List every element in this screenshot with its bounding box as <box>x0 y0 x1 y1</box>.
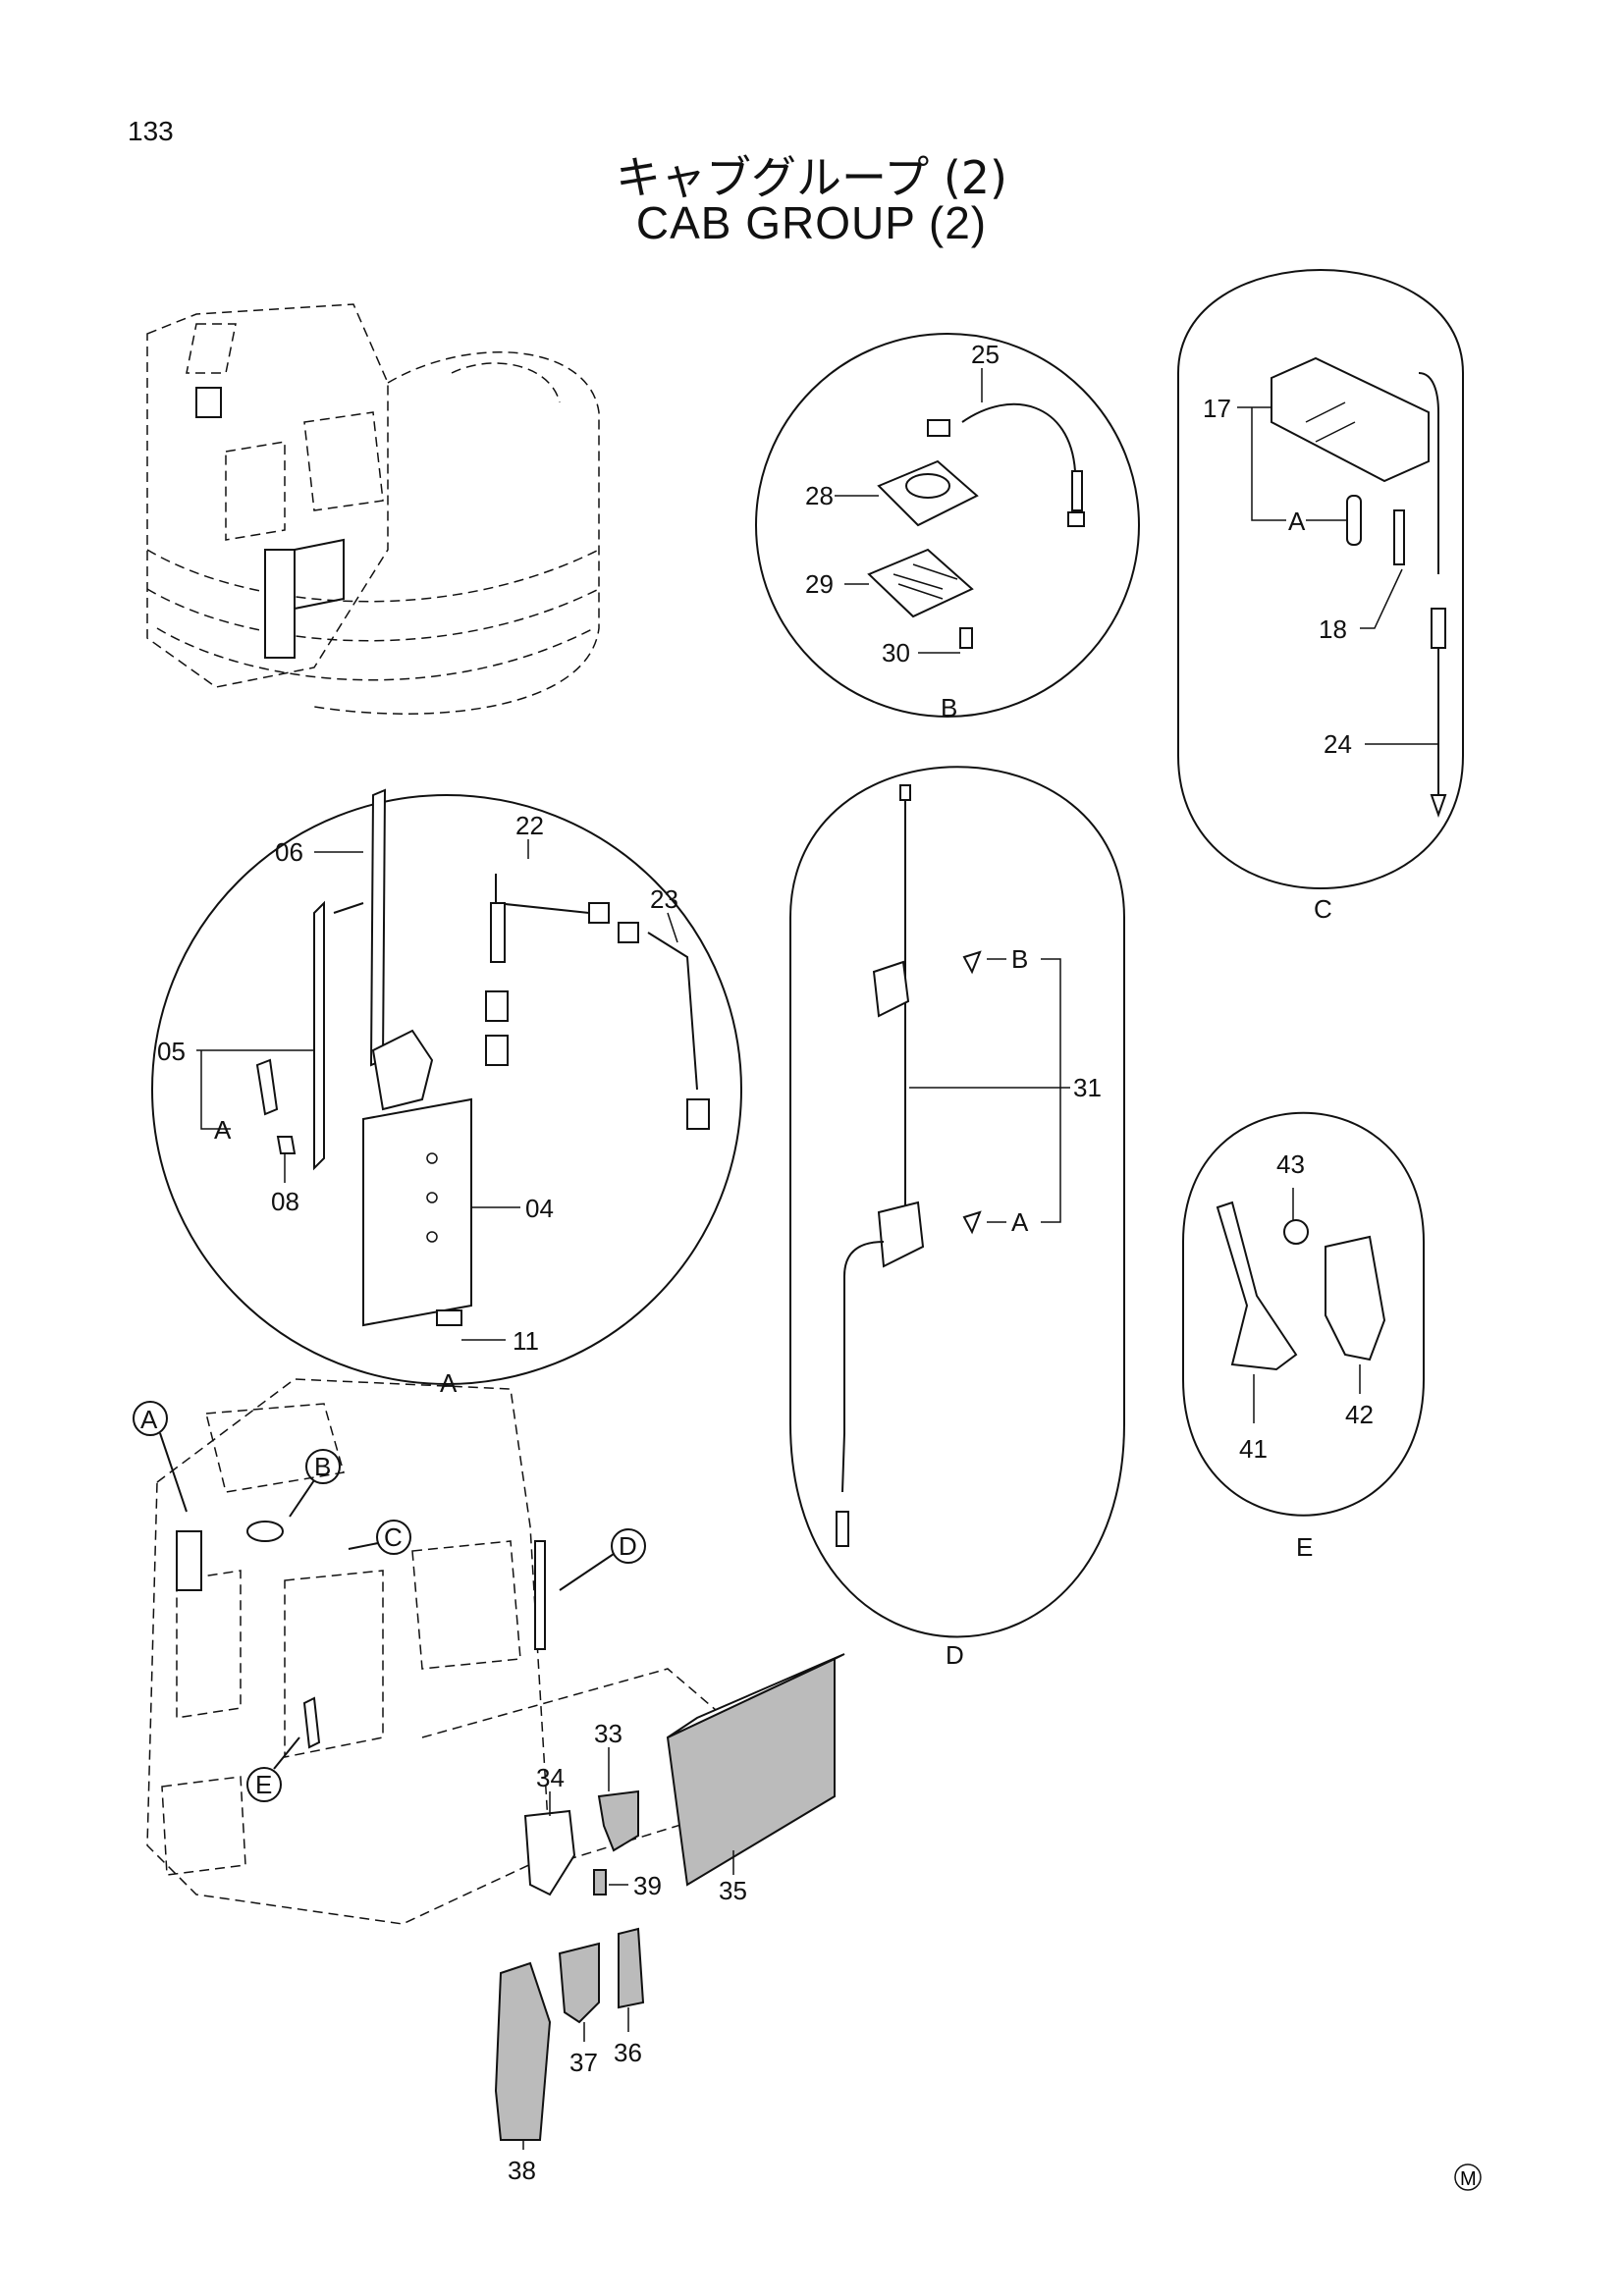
callout-25: 25 <box>971 340 1000 369</box>
floor-mat <box>666 1657 836 1887</box>
cab-marker-a: A <box>140 1405 158 1434</box>
cab-marker-e: E <box>255 1770 272 1799</box>
lamp-harness-connector <box>1431 608 1446 649</box>
callout-18: 18 <box>1319 614 1347 644</box>
callout-41: 41 <box>1239 1434 1268 1464</box>
seal-39 <box>593 1869 607 1896</box>
detail-a-label: A <box>440 1368 458 1398</box>
detail-b-boundary <box>755 333 1140 718</box>
antenna-screw-a <box>962 1210 982 1235</box>
cover-38 <box>494 1961 552 2141</box>
detail-e-pedal: 43 41 42 E <box>1182 1111 1425 1562</box>
wiper-harness-23 <box>686 1098 710 1130</box>
callout-43: 43 <box>1276 1149 1305 1179</box>
speaker-harness-connector <box>927 419 950 437</box>
page-number: 133 <box>128 116 174 146</box>
callout-28: 28 <box>805 481 834 510</box>
antenna-screw-b <box>962 950 982 975</box>
wiper-arm <box>313 900 325 1171</box>
detail-d-ref-a: A <box>1011 1207 1029 1237</box>
antenna-cable-connector <box>836 1511 849 1547</box>
callout-23: 23 <box>650 884 678 914</box>
wiper-blade <box>369 788 387 1067</box>
cover-34 <box>523 1809 576 1896</box>
wiper-motor <box>371 1029 434 1111</box>
callout-06: 06 <box>275 837 303 867</box>
callout-24: 24 <box>1324 729 1352 759</box>
callout-35: 35 <box>719 1876 747 1905</box>
callout-04: 04 <box>525 1194 554 1223</box>
detail-b-label: B <box>941 693 957 722</box>
wiper-nut <box>276 1136 297 1154</box>
speaker-screw <box>959 627 973 649</box>
pedal-lever <box>1216 1201 1298 1371</box>
room-lamp-body <box>1271 356 1430 483</box>
callout-11: 11 <box>513 1326 539 1356</box>
cab-antenna <box>534 1540 546 1650</box>
detail-c-ref-a: A <box>1288 507 1306 536</box>
detail-a-ref-a: A <box>214 1115 232 1145</box>
callout-37: 37 <box>569 2048 598 2077</box>
detail-d-ref-b: B <box>1011 944 1028 974</box>
callout-08: 08 <box>271 1187 299 1216</box>
detail-e-boundary <box>1182 1111 1425 1517</box>
callout-31: 31 <box>1073 1073 1102 1102</box>
callout-38: 38 <box>508 2156 536 2185</box>
detail-c-boundary <box>1177 269 1464 889</box>
detail-d-label: D <box>946 1640 964 1670</box>
detail-d-boundary <box>789 766 1125 1638</box>
wiper-arm-cap <box>255 1058 279 1116</box>
callout-36: 36 <box>614 2038 642 2067</box>
cover-36 <box>618 1927 645 2009</box>
pedal-bracket <box>1325 1235 1386 1362</box>
wiper-harness-22 <box>490 902 506 963</box>
cover-37 <box>558 1942 600 2024</box>
manufacturer-mark-icon <box>1454 2163 1482 2191</box>
antenna-upper-bracket <box>872 960 910 1018</box>
detail-b-speaker: 25 28 29 30 B <box>755 333 1140 722</box>
detail-a-wiper: 06 22 23 05 A 08 04 11 A <box>151 788 742 1398</box>
callout-29: 29 <box>805 569 834 599</box>
lamp-screw <box>1393 509 1405 565</box>
cab-marker-b: B <box>314 1452 331 1481</box>
lamp-bulb <box>1346 495 1362 546</box>
callout-05: 05 <box>157 1037 186 1066</box>
pedal-bolt <box>1283 1219 1309 1245</box>
speaker-harness-wire <box>961 402 1076 472</box>
cab-marker-d: D <box>619 1531 637 1561</box>
callout-30: 30 <box>882 638 910 667</box>
callout-17: 17 <box>1203 394 1231 423</box>
detail-d-antenna: B 31 A D <box>789 766 1125 1670</box>
callout-39: 39 <box>633 1871 662 1900</box>
cover-33 <box>597 1789 639 1852</box>
detail-c-room-lamp: 17 A 18 24 C <box>1177 269 1464 924</box>
detail-e-label: E <box>1296 1532 1313 1562</box>
detail-a-boundary <box>151 794 742 1385</box>
page-title-japanese: キャブグループ (2) <box>615 151 1008 204</box>
cab-overview-illustration: A B C D E 33 34 39 35 36 37 38 <box>133 1378 845 2185</box>
callout-42: 42 <box>1345 1400 1374 1429</box>
machine-overview-illustration <box>146 303 600 715</box>
antenna-lower-bracket <box>877 1201 925 1268</box>
wiper-bracket <box>362 1097 472 1327</box>
callout-34: 34 <box>536 1763 565 1792</box>
callout-33: 33 <box>594 1719 622 1748</box>
page-title-english: CAB GROUP (2) <box>635 197 988 248</box>
detail-c-label: C <box>1314 894 1332 924</box>
wiper-bolt <box>436 1309 462 1326</box>
manufacturer-mark: M <box>1460 2168 1477 2190</box>
callout-22: 22 <box>515 811 544 840</box>
cab-marker-c: C <box>384 1522 403 1552</box>
